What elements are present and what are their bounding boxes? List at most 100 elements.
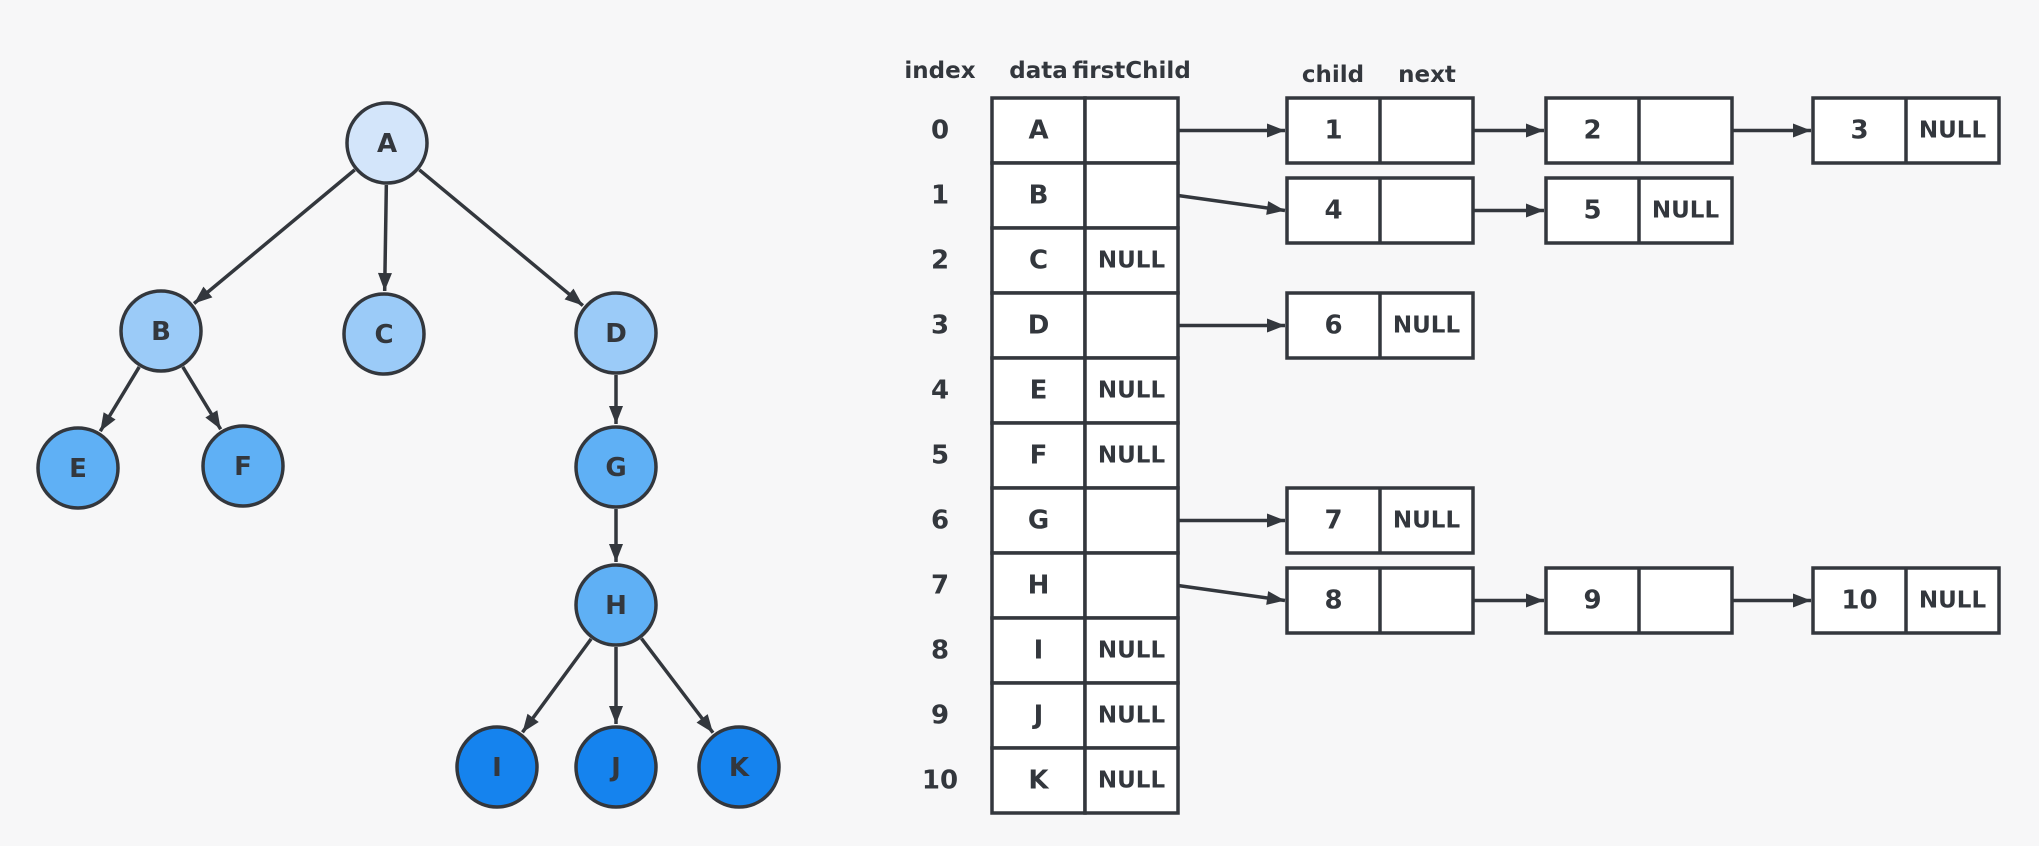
list-node: 3 NULL <box>1811 96 2001 165</box>
list-node-next-value: NULL <box>1919 118 1987 144</box>
firstchild-cell <box>1083 746 1180 815</box>
firstchild-pointer-arrow <box>1177 583 1286 605</box>
row-index-label: 5 <box>931 441 949 471</box>
data-cell-value: E <box>1030 376 1048 406</box>
list-node-next-value: NULL <box>1652 198 1720 224</box>
column-header-child: child <box>1302 62 1364 88</box>
list-node-next-value: NULL <box>1919 588 1987 614</box>
tree-edge-H-I <box>521 637 593 734</box>
list-node: 2 <box>1544 96 1734 165</box>
column-header-index: index <box>904 58 975 84</box>
data-cell-value: F <box>1030 441 1048 471</box>
list-node-child-value: 7 <box>1324 506 1342 536</box>
tree-edge-B-E <box>98 366 141 433</box>
tree-node-circle-F <box>201 424 285 508</box>
tree-node-circle-H <box>574 563 658 647</box>
tree-node-label: H <box>605 591 627 621</box>
list-node-child-value: 8 <box>1324 586 1342 616</box>
tree-node-circle-I <box>455 725 539 809</box>
data-cell-value: K <box>1028 766 1049 796</box>
list-node: 6 NULL <box>1285 291 1475 360</box>
tree-node-circle-K <box>697 725 781 809</box>
tree-node-label: I <box>492 753 502 783</box>
data-cell-value: A <box>1028 116 1048 146</box>
list-node-next-value: NULL <box>1393 508 1461 534</box>
tree-node-label: J <box>609 753 621 783</box>
data-cell-value: C <box>1029 246 1048 276</box>
row-index-label: 2 <box>931 246 949 276</box>
tree-node-label: A <box>377 129 397 159</box>
tree-edge-A-D <box>418 168 585 307</box>
linked-list-chain-row-0: 1 2 3 NULL <box>1178 96 2001 165</box>
list-node: 7 NULL <box>1285 486 1475 555</box>
row-index-label: 4 <box>931 376 949 406</box>
firstchild-cell <box>1083 421 1180 490</box>
data-cell-value: B <box>1029 181 1049 211</box>
tree-node-label: G <box>605 453 626 483</box>
firstchild-cell-value: NULL <box>1098 703 1166 729</box>
data-cell-value: H <box>1028 571 1050 601</box>
data-cell-value: I <box>1034 636 1044 666</box>
tree-node-circle-C <box>342 292 426 376</box>
tree-node-circle-J <box>574 725 658 809</box>
tree-node-circle-G <box>574 425 658 509</box>
list-node-child-value: 9 <box>1583 586 1601 616</box>
list-node: 4 <box>1285 176 1475 245</box>
tree-node-circle-A <box>345 101 429 185</box>
list-node-child-value: 1 <box>1324 116 1342 146</box>
row-index-label: 0 <box>931 116 949 146</box>
row-index-label: 1 <box>931 181 949 211</box>
tree-node-label: B <box>151 317 171 347</box>
row-index-label: 6 <box>931 506 949 536</box>
tree-node-E: E <box>36 426 120 510</box>
column-header-firstchild: firstChild <box>1072 58 1191 84</box>
list-node-child-value: 6 <box>1324 311 1342 341</box>
tree-node-C: C <box>342 292 426 376</box>
data-cell-value: G <box>1028 506 1049 536</box>
tree-node-I: I <box>455 725 539 809</box>
row-index-label: 10 <box>922 766 958 796</box>
column-header-data: data <box>1009 58 1068 84</box>
linked-list-chain-row-6: 7 NULL <box>1178 486 1475 555</box>
list-node-child-value: 3 <box>1850 116 1868 146</box>
firstchild-cell-value: NULL <box>1098 443 1166 469</box>
firstchild-cell <box>1083 681 1180 750</box>
column-header-next: next <box>1398 62 1456 88</box>
data-cell <box>990 681 1087 750</box>
list-node: 5 NULL <box>1544 176 1734 245</box>
list-node-child-value: 5 <box>1583 196 1601 226</box>
tree-node-label: E <box>69 454 87 484</box>
tree-node-A: A <box>345 101 429 185</box>
list-node: 8 <box>1285 566 1475 635</box>
tree-node-circle-D <box>574 291 658 375</box>
data-cell <box>990 96 1087 165</box>
tree-node-B: B <box>119 289 203 373</box>
firstchild-cell <box>1083 96 1180 165</box>
tree-edge-A-C <box>377 184 392 292</box>
data-cell-value: J <box>1032 701 1044 731</box>
firstchild-cell <box>1083 551 1180 620</box>
tree-node-circle-B <box>119 289 203 373</box>
tree-edge-A-B <box>192 168 356 305</box>
list-node-child-value: 2 <box>1583 116 1601 146</box>
row-index-label: 3 <box>931 311 949 341</box>
tree-node-label: D <box>605 319 627 349</box>
tree-node-D: D <box>574 291 658 375</box>
list-node-child-value: 4 <box>1324 196 1342 226</box>
list-node-next-value: NULL <box>1393 313 1461 339</box>
linked-list-chain-row-3: 6 NULL <box>1178 291 1475 360</box>
tree-node-K: K <box>697 725 781 809</box>
